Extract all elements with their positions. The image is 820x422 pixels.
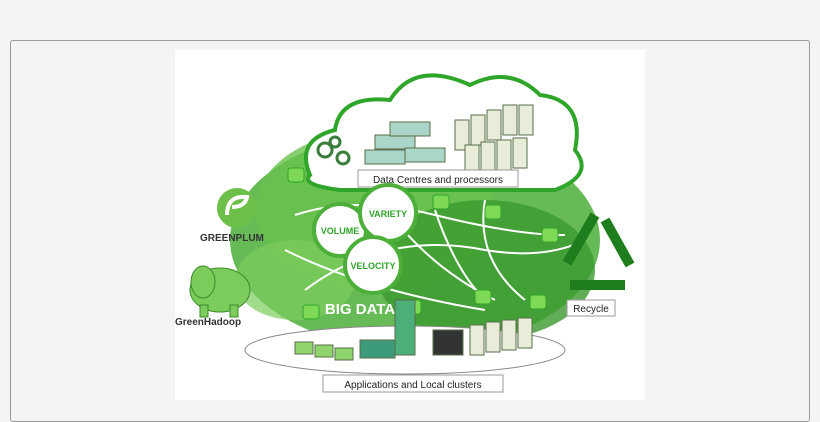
big-data-illustration: Data Centres and processors VARIETY VOLU…	[175, 50, 645, 400]
v-circles	[312, 183, 418, 295]
big-data-label: BIG DATA	[325, 301, 395, 318]
recycle-label-box	[566, 299, 616, 317]
velocity-label: VELOCITY	[350, 261, 395, 271]
hadoop-elephant-icon	[189, 265, 251, 318]
ground-label-box	[322, 374, 504, 393]
cloud-label: Data Centres and processors	[373, 175, 503, 186]
hadoop-label: GreenHadoop	[175, 317, 241, 328]
ground-label: Applications and Local clusters	[344, 380, 481, 391]
cloud-label-box	[357, 169, 519, 188]
variety-label: VARIETY	[369, 209, 407, 219]
local-cluster-icons	[294, 299, 533, 361]
volume-label: VOLUME	[321, 226, 360, 236]
recycle-icon	[562, 212, 635, 290]
gears-icon	[316, 135, 351, 166]
greenplum-logo-icon	[217, 188, 257, 228]
server-rack-icons	[364, 104, 534, 176]
greenplum-label: GREENPLUM	[200, 233, 264, 244]
recycle-label: Recycle	[573, 304, 609, 315]
